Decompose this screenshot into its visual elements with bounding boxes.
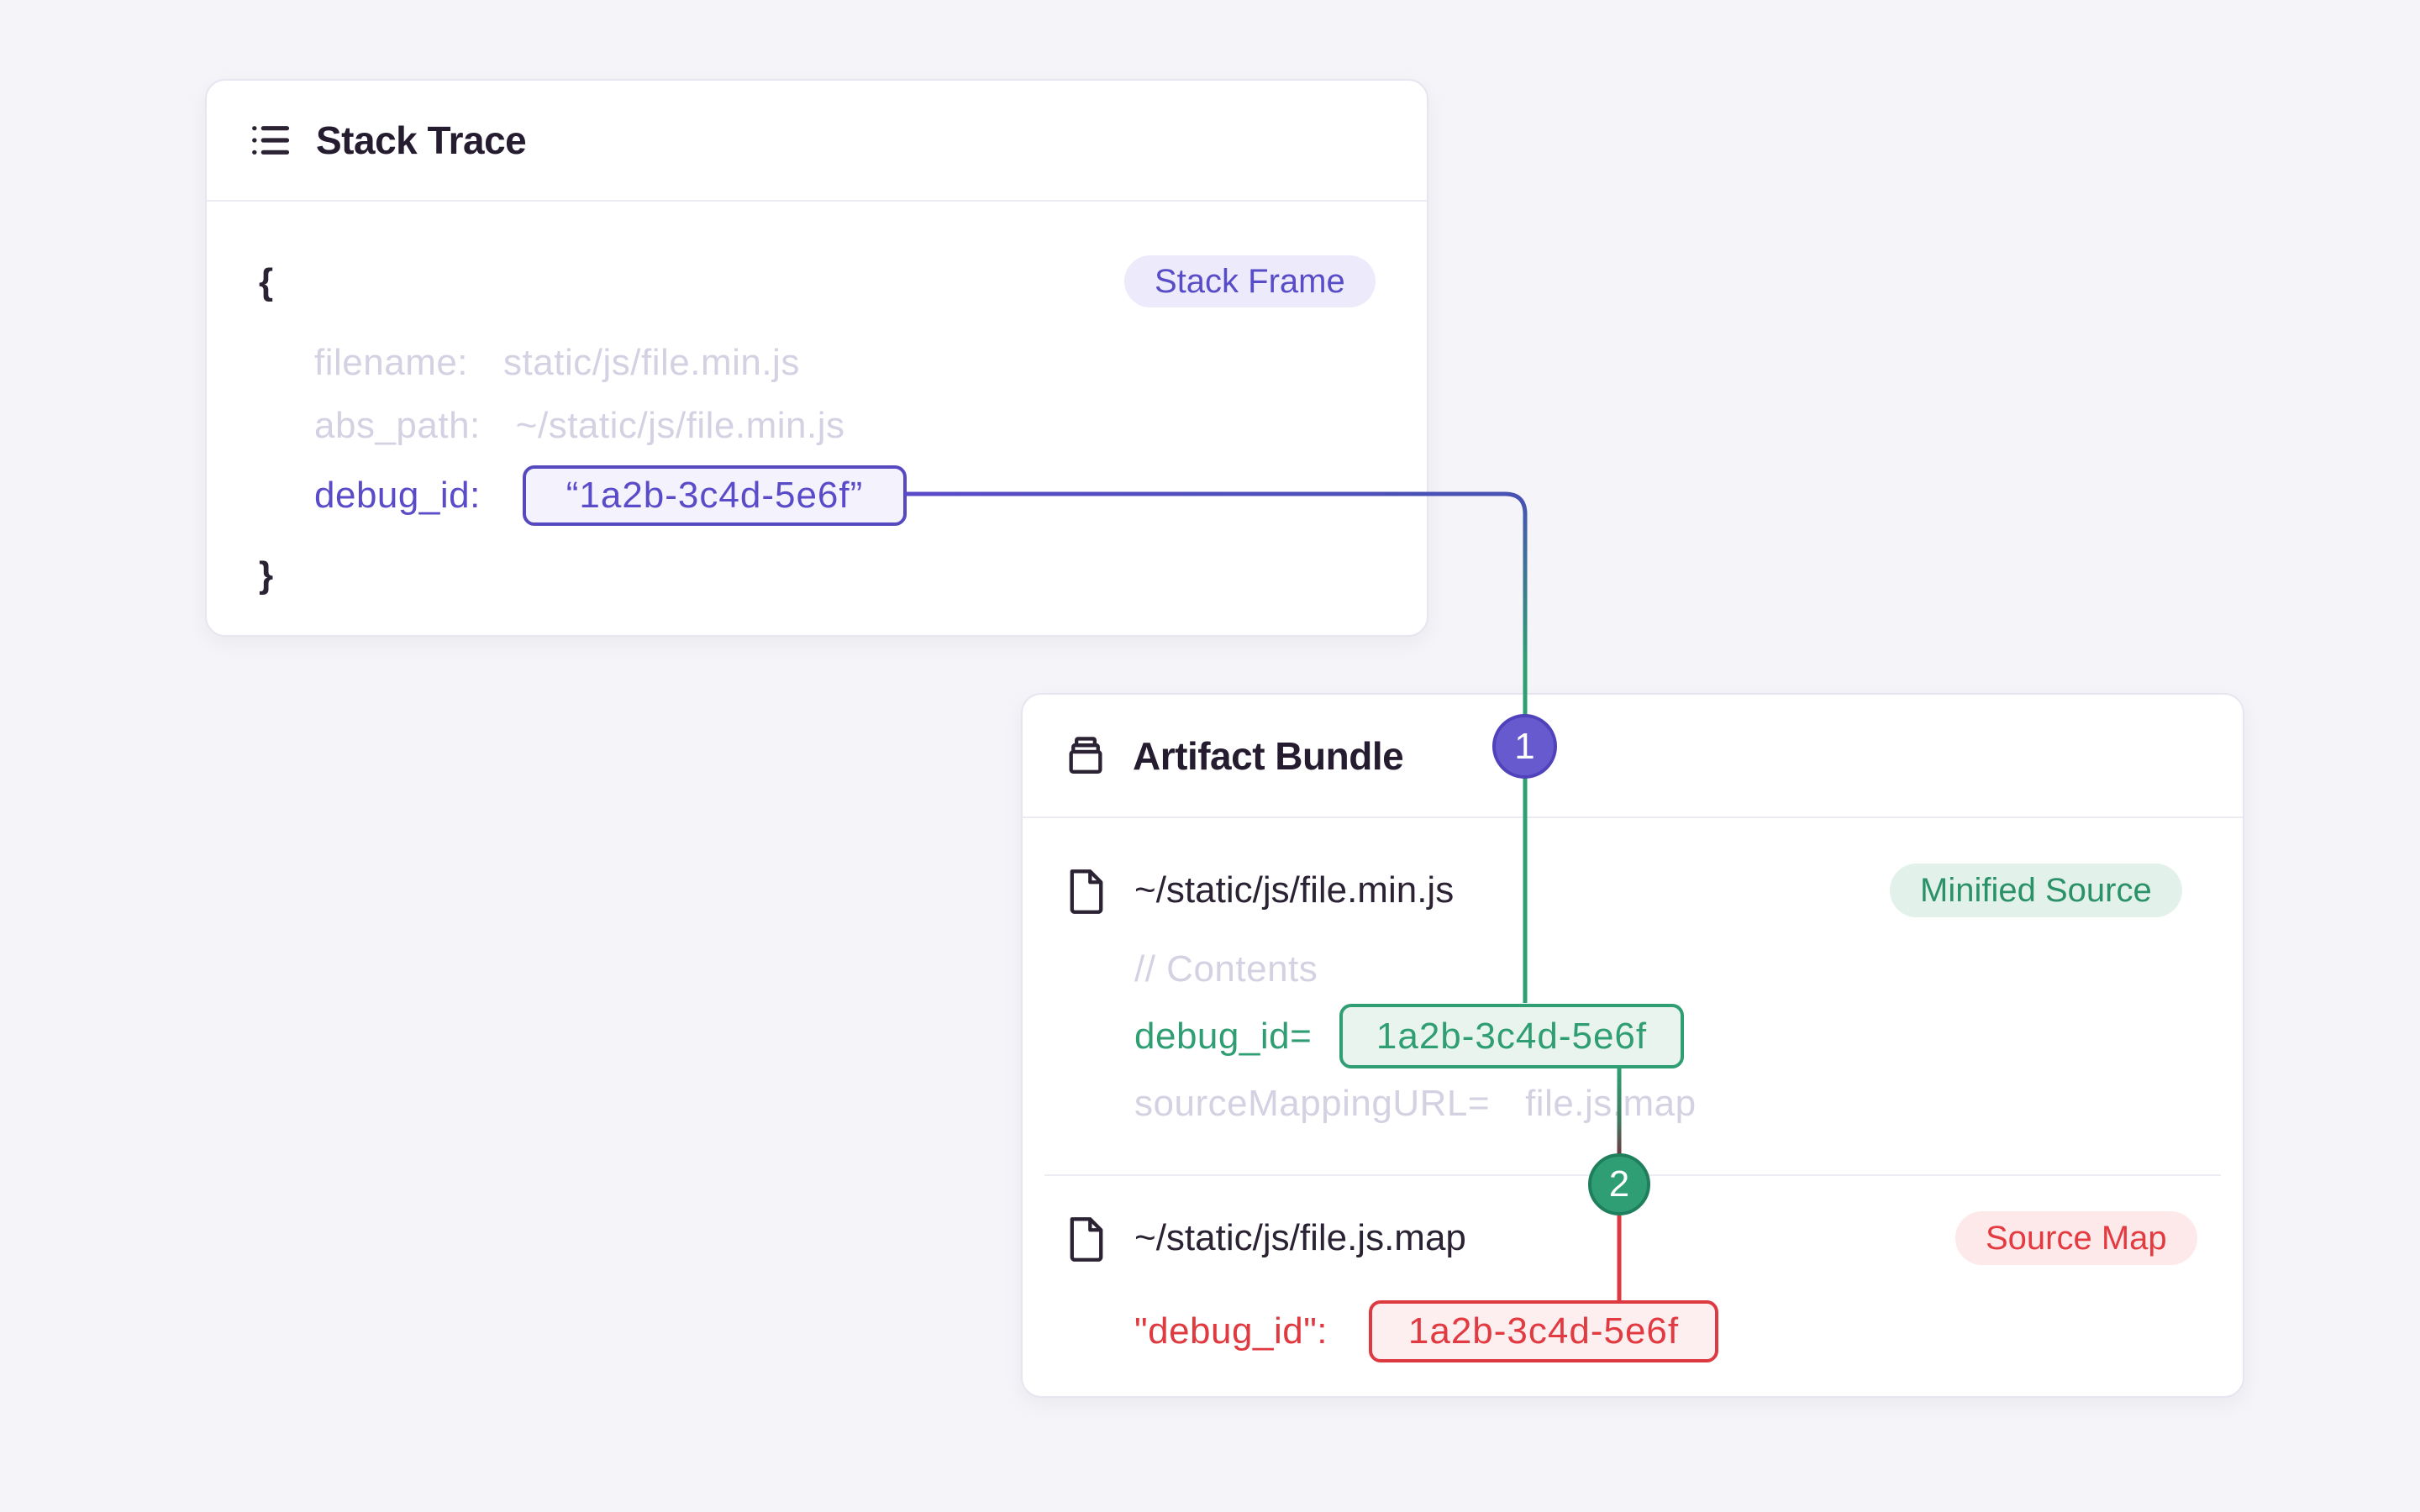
json-open-brace: {: [259, 261, 274, 302]
stack-trace-title: Stack Trace: [316, 118, 527, 162]
bundle-debug-id-box: 1a2b-3c4d-5e6f: [1339, 1004, 1684, 1068]
stack-frame-badge: Stack Frame: [1124, 255, 1376, 307]
frame-debug-id-label: debug_id:: [314, 475, 481, 516]
file-icon: [1065, 868, 1107, 919]
frame-abspath-value: ~/static/js/file.min.js: [515, 405, 845, 446]
frame-filename-label: filename:: [314, 342, 469, 383]
contents-comment: // Contents: [1134, 948, 1318, 990]
json-close-brace: }: [259, 554, 274, 596]
source-map-badge: Source Map: [1955, 1211, 2197, 1265]
source-mapping-value: file.js.map: [1525, 1083, 1697, 1124]
sourcemap-debug-id-box: 1a2b-3c4d-5e6f: [1369, 1300, 1718, 1362]
file-icon: [1065, 1215, 1107, 1267]
stack-trace-card: Stack Trace Stack Frame { filename: stat…: [205, 79, 1428, 637]
sourcemap-file-path: ~/static/js/file.js.map: [1134, 1217, 1466, 1258]
artifact-bundle-title: Artifact Bundle: [1133, 733, 1404, 778]
sourcemap-debug-id-label: "debug_id":: [1134, 1310, 1328, 1352]
source-mapping-label: sourceMappingURL=: [1134, 1083, 1491, 1124]
step-2-marker: 2: [1588, 1153, 1650, 1215]
bundle-file-path: ~/static/js/file.min.js: [1134, 869, 1455, 911]
bundle-debug-id-label: debug_id=: [1134, 1016, 1313, 1057]
frame-filename-row: filename: static/js/file.min.js: [314, 333, 800, 392]
step-1-marker: 1: [1492, 714, 1557, 779]
artifact-bundle-card: Artifact Bundle ~/static/js/file.min.js …: [1021, 693, 2244, 1398]
minified-source-badge: Minified Source: [1890, 864, 2182, 917]
stack-trace-card-header: Stack Trace: [207, 81, 1427, 202]
frame-debug-id-box: “1a2b-3c4d-5e6f”: [523, 465, 907, 526]
frame-abspath-label: abs_path:: [314, 405, 481, 446]
artifact-bundle-card-header: Artifact Bundle: [1023, 695, 2243, 818]
frame-filename-value: static/js/file.min.js: [503, 342, 800, 383]
list-icon: [249, 118, 292, 162]
frame-abspath-row: abs_path: ~/static/js/file.min.js: [314, 396, 845, 455]
archive-icon: [1064, 734, 1107, 778]
source-mapping-row: sourceMappingURL= file.js.map: [1134, 1074, 1697, 1133]
